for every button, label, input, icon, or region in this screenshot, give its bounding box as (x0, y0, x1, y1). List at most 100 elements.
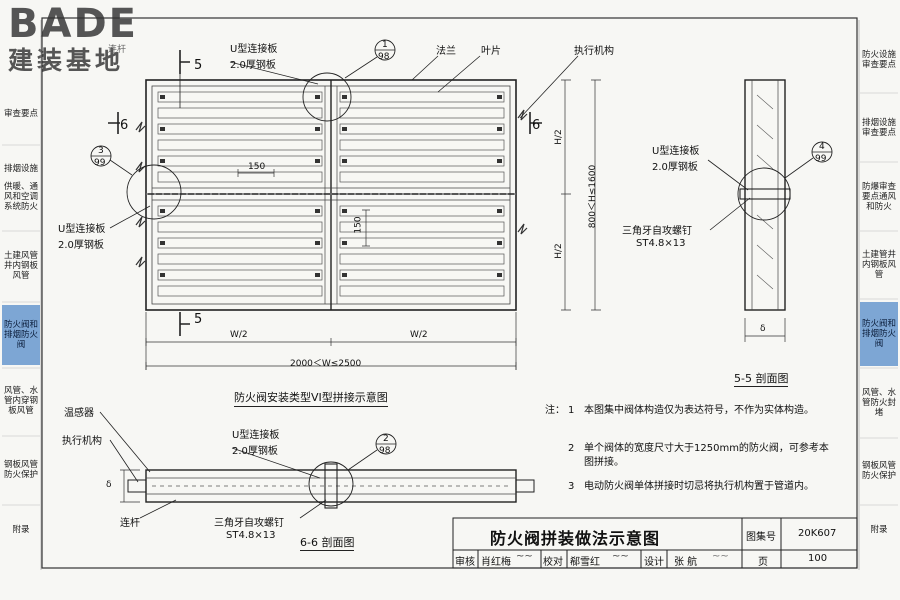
leader-lines (109, 55, 579, 229)
note-3-text: 电动防火阀单体拼接时切忌将执行机构置于管道内。 (584, 481, 814, 492)
blade-pivots (160, 95, 502, 277)
brand-logo: BADE 建装基地 (8, 2, 178, 80)
actuator-label: 执行机构 (574, 46, 614, 57)
main-view-damper-assembly (90, 39, 601, 370)
damper-blades (157, 91, 505, 297)
s66-screw-spec: ST4.8×13 (226, 530, 276, 541)
left-tab-1[interactable]: 审查要点 (3, 109, 38, 119)
section-6-left-mark: 6 (120, 118, 129, 133)
s55-u-plate-label: U型连接板 (652, 146, 700, 157)
s55-screw-spec: ST4.8×13 (636, 238, 686, 249)
dim-150-vertical: 150 (353, 216, 364, 234)
dim-w-range: 2000＜W≤2500 (290, 359, 362, 369)
left-tab-4[interactable]: 土建风管井内钢板风管 (3, 251, 38, 281)
s55-screw-label: 三角牙自攻螺钉 (622, 226, 692, 237)
tab-separators (2, 92, 898, 506)
s66-u-plate-thickness: 2.0厚钢板 (232, 446, 278, 457)
right-tab-1[interactable]: 防火设施审查要点 (861, 50, 896, 70)
s66-detail-sheet: 98 (379, 446, 391, 456)
s55-u-plate-thickness: 2.0厚钢板 (652, 162, 698, 173)
left-tab-6[interactable]: 风管、水管内穿钢板风管 (3, 386, 38, 416)
s66-actuator-label: 执行机构 (62, 436, 102, 447)
s66-screw-label: 三角牙自攻螺钉 (214, 518, 284, 529)
main-view-title: 防火阀安装类型VI型拼接示意图 (234, 389, 388, 407)
dim-h-range: 800＜H≤1600 (588, 164, 599, 229)
left-tab-2[interactable]: 排烟设施 (3, 164, 38, 174)
detail-3-number: 3 (98, 146, 104, 156)
detail-1-number: 1 (382, 40, 388, 50)
flange-label: 法兰 (436, 46, 456, 57)
s66-detail-number: 2 (383, 434, 389, 444)
page-number: 100 (808, 553, 828, 564)
drawing-title: 防火阀拼装做法示意图 (490, 529, 661, 548)
section-cut-marks (108, 50, 542, 336)
note-1-number: 1 (568, 405, 575, 416)
dim-150-horizontal: 150 (248, 162, 266, 172)
note-1-text: 本图集中阀体构造仅为表达符号，不作为实体构造。 (584, 405, 814, 416)
s66-rod-label: 连杆 (120, 518, 140, 529)
right-tab-5-active[interactable]: 防火阀和排烟防火阀 (860, 302, 898, 366)
detail-3-sheet: 99 (94, 158, 106, 168)
dim-h-half-lower: H/2 (553, 243, 564, 259)
right-tab-2[interactable]: 排烟设施审查要点 (861, 118, 896, 138)
detail-1-sheet: 98 (378, 52, 390, 62)
checker-name: 郗雪红 (570, 557, 600, 568)
logo-sub-text: 建装基地 (8, 46, 125, 75)
note-3-number: 3 (568, 481, 575, 492)
right-tab-4[interactable]: 土建管井内钢板风管 (861, 250, 896, 280)
dim-h-half-upper: H/2 (553, 129, 564, 145)
section-6-6-drawing (99, 411, 535, 519)
left-tab-3[interactable]: 供暖、通风和空调系统防火 (3, 182, 38, 212)
reviewer-signature: ~~ (516, 551, 533, 562)
detail-circle-1 (302, 72, 352, 122)
atlas-label: 图集号 (746, 532, 776, 543)
sheet-frame (41, 17, 858, 569)
section-5-bottom-mark: 5 (194, 312, 203, 327)
reviewer-name: 肖红梅 (481, 557, 511, 568)
s55-delta-dim: δ (760, 324, 766, 334)
designer-signature: ~~ (712, 551, 729, 562)
left-tab-5-active[interactable]: 防火阀和排烟防火阀 (2, 305, 40, 365)
blade-label: 叶片 (481, 46, 501, 57)
s66-title: 6-6 剖面图 (300, 536, 355, 551)
note-2-text: 单个阀体的宽度尺寸大于1250mm的防火阀，可参考本图拼接。 (584, 443, 829, 468)
right-tab-7[interactable]: 钢板风管防火保护 (861, 461, 896, 481)
u-plate-top-label: U型连接板 (230, 44, 278, 55)
right-tab-3[interactable]: 防爆审查要点通风和防火 (861, 182, 896, 212)
s66-sensor-label: 温感器 (64, 408, 94, 419)
page-label: 页 (758, 557, 768, 568)
right-tab-8[interactable]: 附录 (870, 525, 888, 535)
notes-label: 注： (545, 405, 565, 416)
dimension-lines (145, 79, 601, 370)
logo-brand-text: BADE (8, 1, 138, 47)
u-plate-top-thickness: 2.0厚钢板 (230, 60, 276, 71)
actuator-marks (135, 109, 528, 268)
note-2-number: 2 (568, 443, 575, 454)
left-tab-8[interactable]: 附录 (12, 525, 30, 535)
section-5-5-drawing (707, 79, 833, 342)
s55-detail-sheet: 99 (815, 154, 827, 164)
design-label: 设计 (644, 557, 664, 568)
u-plate-left-thickness: 2.0厚钢板 (58, 240, 104, 251)
check-label: 校对 (543, 557, 563, 568)
u-plate-left-label: U型连接板 (58, 224, 106, 235)
section-6-right-mark: 6 (532, 118, 541, 133)
detail-circle-3 (126, 164, 182, 220)
rod-label-top: 连杆 (108, 45, 127, 55)
left-tab-7[interactable]: 钢板风管防火保护 (3, 460, 38, 480)
checker-signature: ~~ (612, 551, 629, 562)
atlas-number: 20K607 (798, 528, 837, 539)
right-tab-6[interactable]: 风管、水管防火封堵 (861, 388, 896, 418)
review-label: 审核 (455, 557, 475, 568)
designer-name: 张 航 (674, 557, 698, 568)
s55-title: 5-5 剖面图 (734, 372, 789, 387)
s55-detail-number: 4 (819, 142, 825, 152)
title-block-lines (452, 517, 858, 569)
s66-delta-dim: δ (106, 480, 112, 490)
section-5-top-mark: 5 (194, 58, 203, 73)
s66-u-plate-label: U型连接板 (232, 430, 280, 441)
dim-w-half-left: W/2 (230, 330, 248, 340)
dim-w-half-right: W/2 (410, 330, 428, 340)
